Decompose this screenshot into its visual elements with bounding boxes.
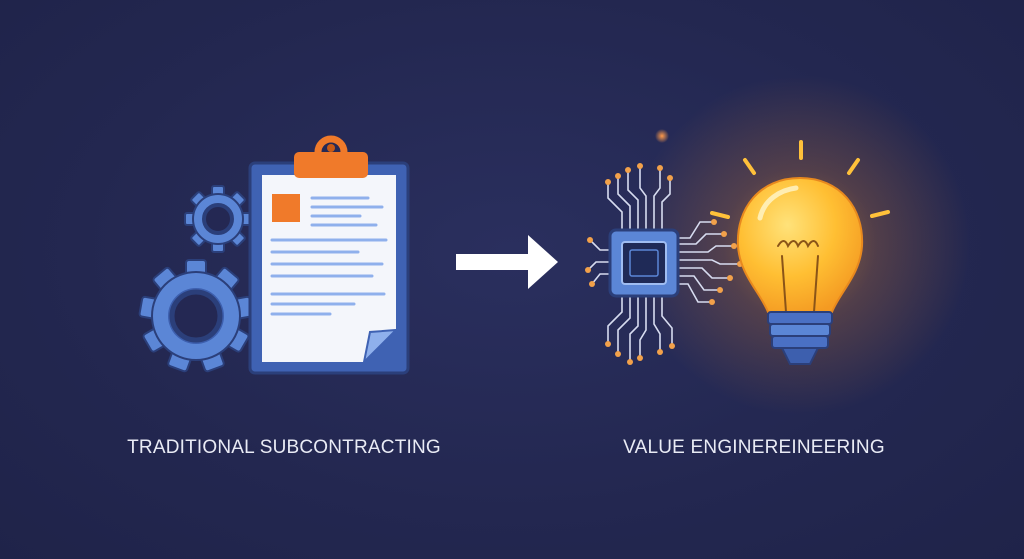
clipboard-document-icon	[248, 135, 410, 375]
caption-value-engineering: VALUE ENGINEREINEERING	[623, 437, 885, 458]
gear-icon	[138, 259, 254, 373]
caption-traditional-subcontracting: TRADITIONAL SUBCONTRACTING	[127, 437, 441, 458]
spark	[655, 129, 669, 143]
lightbulb-icon	[710, 140, 890, 365]
arrow-right-icon	[456, 235, 558, 289]
microchip-icon	[585, 163, 743, 365]
gear-icon	[184, 185, 252, 253]
